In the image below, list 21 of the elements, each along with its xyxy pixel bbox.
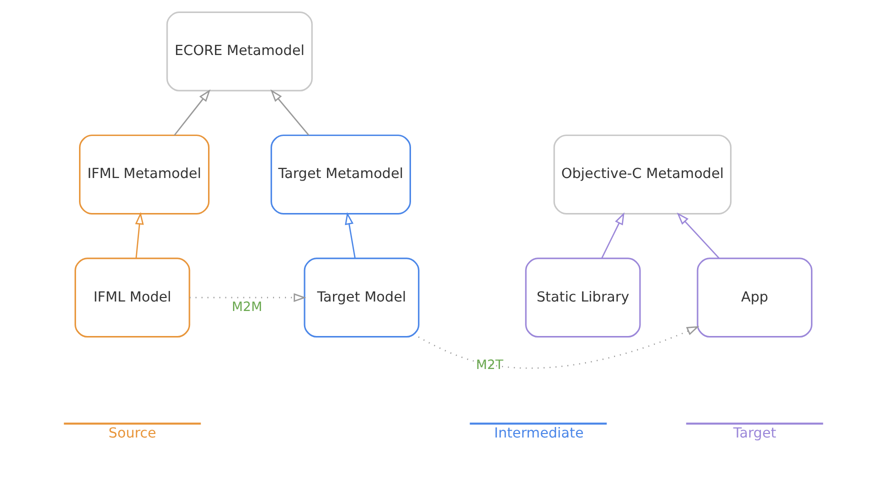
arrow xyxy=(600,212,624,259)
node-box: Target Model xyxy=(303,258,419,338)
arrow xyxy=(189,293,306,302)
arrow xyxy=(270,89,309,136)
label: Intermediate xyxy=(494,426,584,442)
edge-label: M2T xyxy=(476,358,503,373)
node-box: Target Metamodel xyxy=(270,134,410,214)
arrow xyxy=(134,212,144,258)
arrow xyxy=(676,212,720,259)
node-box: Objective-C Metamodel xyxy=(552,134,732,214)
arrow xyxy=(173,89,210,136)
node-box: IFML Model xyxy=(74,258,190,338)
node-box: IFML Metamodel xyxy=(78,134,210,214)
label: Target xyxy=(732,426,776,442)
node-box: App xyxy=(696,258,812,338)
label: Source xyxy=(108,426,156,442)
arrow xyxy=(418,326,699,369)
node-box: Static Library xyxy=(524,258,640,338)
edge-label: M2M xyxy=(231,300,262,315)
arrow xyxy=(344,212,356,258)
node-box: ECORE Metamodel xyxy=(166,12,312,92)
